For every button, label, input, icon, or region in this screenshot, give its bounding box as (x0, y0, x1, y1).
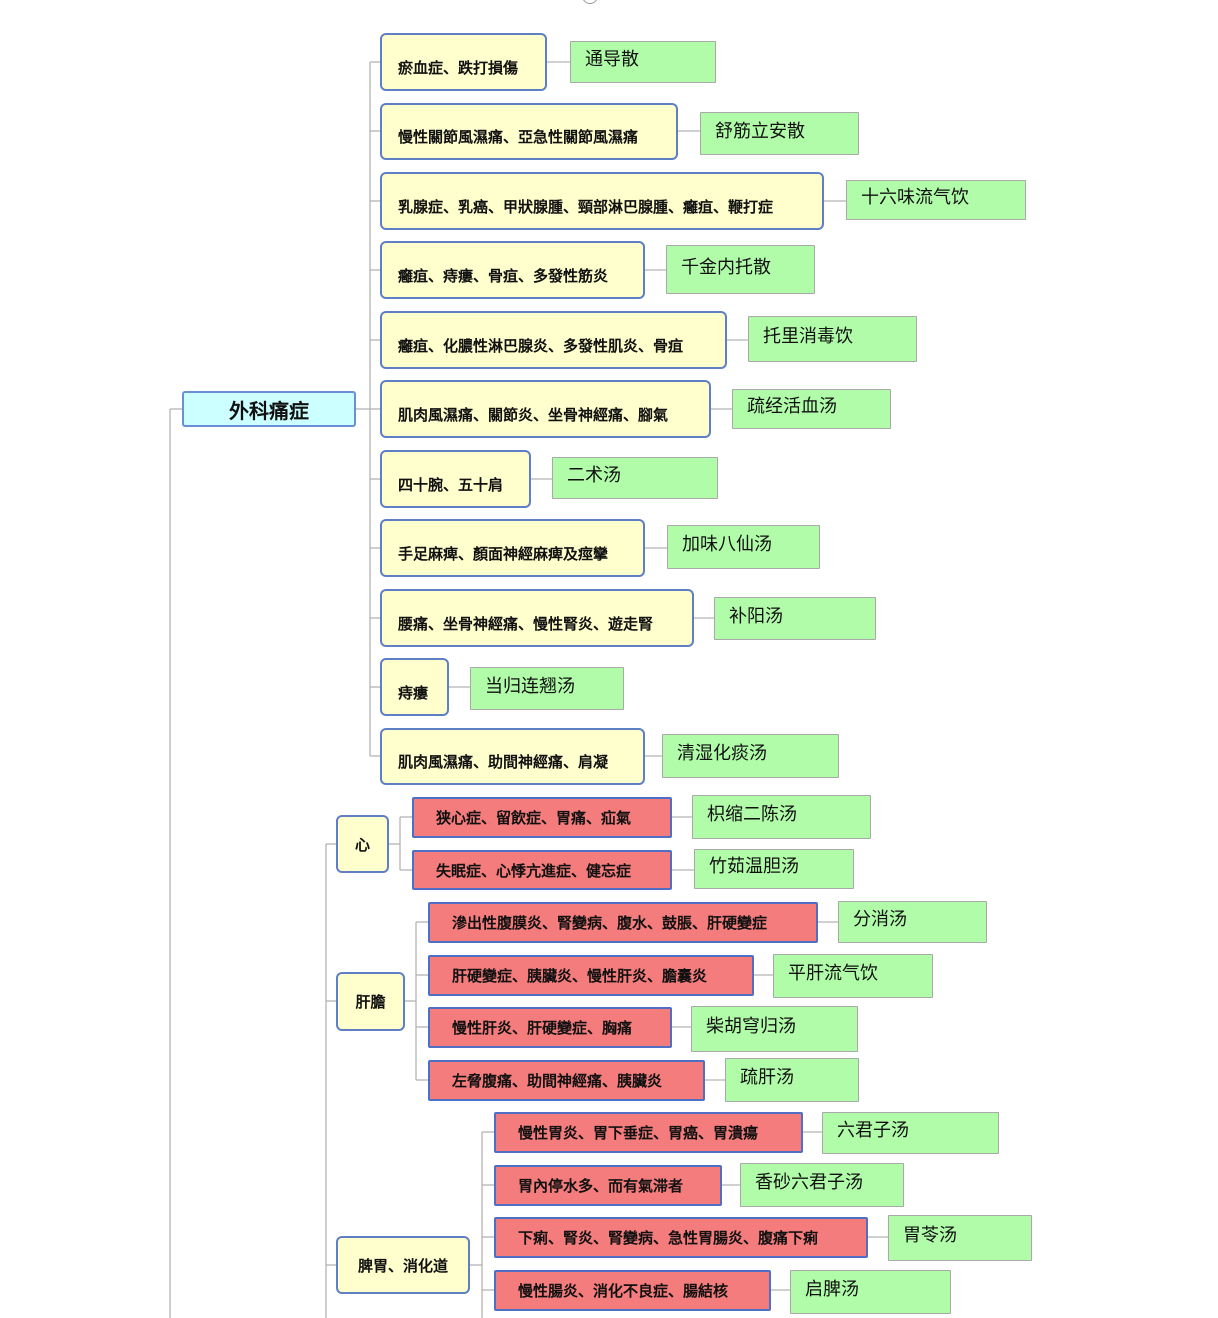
symptom-node[interactable]: 慢性肝炎、肝硬變症、胸痛 (428, 1007, 672, 1048)
formula-node[interactable]: 枳缩二陈汤 (692, 795, 871, 839)
formula-node[interactable]: 舒筋立安散 (700, 112, 859, 155)
formula-node[interactable]: 清湿化痰汤 (662, 734, 839, 778)
formula-node[interactable]: 柴胡穹归汤 (691, 1006, 858, 1052)
formula-node[interactable]: 托里消毒饮 (748, 316, 917, 362)
root-label: 外科痛症 (229, 398, 309, 423)
formula-node[interactable]: 当归连翘汤 (470, 667, 624, 710)
symptom-node[interactable]: 左脅腹痛、助間神經痛、胰臟炎 (428, 1060, 705, 1101)
symptom-node[interactable]: 癰疽、化膿性淋巴腺炎、多發性肌炎、骨疽 (380, 311, 727, 369)
symptom-node[interactable]: 下痢、腎炎、腎變病、急性胃腸炎、腹痛下痢 (494, 1217, 868, 1258)
formula-node[interactable]: 平肝流气饮 (773, 954, 933, 998)
symptom-node[interactable]: 手足麻痺、顏面神經麻痺及痙攣 (380, 519, 645, 577)
symptom-node[interactable]: 瘀血症、跌打損傷 (380, 33, 547, 91)
root-topic[interactable]: 外科痛症 (182, 391, 356, 427)
symptom-node[interactable]: 腰痛、坐骨神經痛、慢性腎炎、遊走腎 (380, 589, 694, 647)
category-liver-gallbladder[interactable]: 肝膽 (336, 972, 405, 1031)
symptom-node[interactable]: 失眠症、心悸亢進症、健忘症 (412, 850, 672, 890)
symptom-node[interactable]: 慢性腸炎、消化不良症、腸結核 (494, 1270, 771, 1311)
formula-node[interactable]: 疏肝汤 (725, 1058, 859, 1102)
formula-node[interactable]: 千金内托散 (666, 245, 815, 294)
formula-node[interactable]: 竹茹温胆汤 (694, 849, 854, 889)
formula-node[interactable]: 十六味流气饮 (846, 180, 1026, 220)
category-heart[interactable]: 心 (336, 815, 389, 873)
formula-node[interactable]: 分消汤 (838, 901, 987, 943)
symptom-node[interactable]: 乳腺症、乳癌、甲狀腺腫、頸部淋巴腺腫、癰疽、鞭打症 (380, 172, 824, 230)
symptom-node[interactable]: 肝硬變症、胰臟炎、慢性肝炎、膽囊炎 (428, 955, 754, 996)
formula-node[interactable]: 加味八仙汤 (667, 525, 820, 569)
formula-node[interactable]: 胃苓汤 (888, 1215, 1032, 1261)
symptom-node[interactable]: 胃內停水多、而有氣滞者 (494, 1165, 722, 1206)
formula-node[interactable]: 六君子汤 (822, 1112, 999, 1154)
symptom-node[interactable]: 肌肉風濕痛、關節炎、坐骨神經痛、腳氣 (380, 380, 711, 438)
formula-node[interactable]: 通导散 (570, 41, 716, 83)
symptom-node[interactable]: 慢性胃炎、胃下垂症、胃癌、胃潰瘍 (494, 1112, 803, 1153)
symptom-node[interactable]: 慢性關節風濕痛、亞急性關節風濕痛 (380, 103, 678, 160)
formula-node[interactable]: 二术汤 (552, 457, 718, 499)
symptom-node[interactable]: 肌肉風濕痛、助間神經痛、肩凝 (380, 728, 645, 785)
symptom-node[interactable]: 癰疽、痔瘻、骨疽、多發性筋炎 (380, 241, 645, 299)
symptom-node[interactable]: 痔瘻 (380, 658, 449, 716)
formula-node[interactable]: 疏经活血汤 (732, 389, 891, 429)
symptom-node[interactable]: 滲出性腹膜炎、腎變病、腹水、鼓脹、肝硬變症 (428, 902, 818, 943)
category-spleen-stomach-digestive[interactable]: 脾胃、消化道 (336, 1236, 470, 1294)
symptom-node[interactable]: 四十腕、五十肩 (380, 450, 531, 508)
formula-node[interactable]: 香砂六君子汤 (740, 1163, 904, 1207)
formula-node[interactable]: 启脾汤 (790, 1270, 951, 1314)
formula-node[interactable]: 补阳汤 (714, 597, 876, 640)
symptom-node[interactable]: 狭心症、留飲症、胃痛、疝氣 (412, 797, 672, 838)
